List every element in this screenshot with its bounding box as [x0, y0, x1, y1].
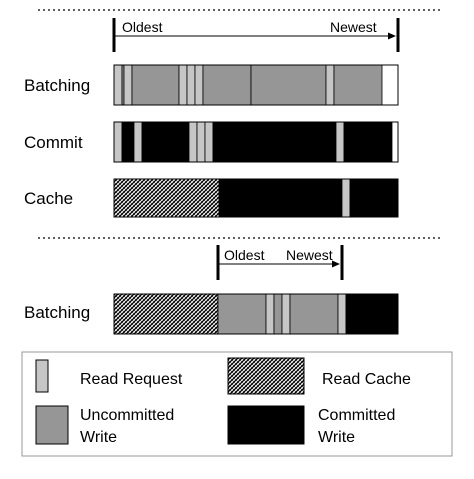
legend-swatch-read-request: [35, 359, 49, 393]
bottom-window-arrowhead: [332, 260, 340, 268]
bar-segment-read: [194, 64, 204, 106]
bar-segment-read: [178, 64, 188, 106]
top-window-newest-label: Newest: [330, 19, 377, 35]
top-window-oldest-label: Oldest: [122, 19, 163, 35]
bottom-window-oldest-label: Oldest: [224, 247, 265, 263]
bar-segment-uncommitted: [289, 293, 339, 335]
commit-bar: [113, 121, 399, 163]
bar-segment-committed: [218, 178, 343, 218]
bar-segment-cache: [113, 293, 219, 335]
bar-segment-read: [123, 64, 133, 106]
bar-segment-read: [113, 64, 123, 106]
bar-segment-committed: [121, 121, 135, 163]
bar-segment-uncommitted: [131, 64, 180, 106]
legend-label-uncommitted: Uncommitted: [80, 407, 174, 424]
legend: Read Request Read Cache Uncommitted Writ…: [21, 351, 453, 457]
bar-segment-cache: [113, 178, 220, 218]
bar-outline: [113, 64, 399, 106]
bar-segment-read: [196, 121, 206, 163]
bar-segment-uncommitted: [217, 293, 267, 335]
bar-segment-committed: [212, 121, 337, 163]
row-label-cache: Cache: [24, 189, 73, 208]
bar-segment-read: [204, 121, 214, 163]
bar-segment-uncommitted: [273, 293, 283, 335]
legend-swatch-committed-write: [227, 405, 305, 445]
row-label-commit: Commit: [24, 133, 83, 152]
bar-segment-read: [281, 293, 291, 335]
bar-segment-read: [337, 293, 347, 335]
cache-bar: [113, 178, 399, 218]
top-window-arrowhead: [388, 32, 396, 40]
bar-segment-committed: [345, 293, 399, 335]
legend-label-read-cache: Read Cache: [322, 371, 411, 388]
bar-segment-read: [186, 64, 196, 106]
top-window-indicator: Oldest Newest: [112, 18, 400, 52]
legend-label-uncommitted-write: Write: [80, 429, 117, 446]
bar-outline: [113, 121, 399, 163]
bar-segment-read: [335, 121, 345, 163]
bottom-window-indicator: Oldest Newest: [216, 245, 344, 280]
bar-outline: [113, 293, 399, 335]
legend-label-committed-write: Write: [318, 429, 355, 446]
legend-swatch-uncommitted-write: [35, 405, 69, 445]
bar-segment-committed: [349, 178, 399, 218]
batching-bar-top: [113, 64, 399, 106]
bar-segment-uncommitted: [202, 64, 252, 106]
row-label-batching: Batching: [24, 76, 90, 95]
row-label-batching-bottom: Batching: [24, 303, 90, 322]
batching-bar-bottom: [113, 293, 399, 335]
bar-outline: [113, 178, 399, 218]
bottom-window-newest-label: Newest: [286, 247, 333, 263]
bar-segment-committed: [141, 121, 190, 163]
bar-segment-read: [325, 64, 335, 106]
bar-segment-read: [133, 121, 143, 163]
bar-segment-uncommitted: [333, 64, 383, 106]
legend-label-committed: Committed: [318, 407, 395, 424]
bar-segment-read: [113, 121, 123, 163]
bar-segment-uncommitted: [250, 64, 327, 106]
bar-segment-read: [188, 121, 198, 163]
bar-segment-read: [265, 293, 275, 335]
legend-label-read-request: Read Request: [80, 371, 183, 388]
legend-swatch-read-cache: [227, 357, 305, 395]
bar-segment-committed: [343, 121, 393, 163]
bar-segment-read: [341, 178, 351, 218]
